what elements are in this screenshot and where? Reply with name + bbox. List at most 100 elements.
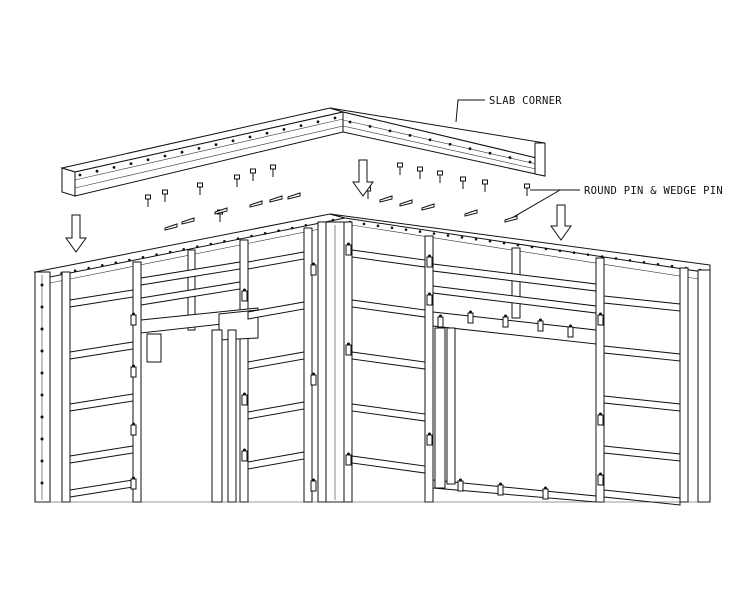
down-arrow-center bbox=[352, 159, 374, 197]
round-pin bbox=[250, 168, 256, 174]
round-pin bbox=[162, 189, 168, 195]
wedge bbox=[269, 195, 283, 203]
round-pin bbox=[417, 166, 423, 172]
rail-hole bbox=[40, 305, 44, 309]
beam-hole bbox=[282, 127, 286, 131]
clamp bbox=[502, 316, 509, 328]
stiffener-bar bbox=[351, 351, 426, 370]
wedge bbox=[287, 192, 301, 200]
wedge bbox=[399, 199, 413, 207]
top-hole bbox=[516, 243, 520, 247]
beam-hole bbox=[388, 129, 392, 133]
clamp-head bbox=[599, 312, 602, 316]
clamp-head bbox=[243, 288, 246, 292]
stiffener-bar bbox=[69, 289, 134, 308]
beam-hole bbox=[95, 169, 99, 173]
stiffener-bar bbox=[247, 451, 305, 470]
clamp bbox=[597, 414, 604, 426]
wedge bbox=[164, 223, 178, 231]
slab-corner-beam bbox=[60, 107, 546, 197]
clamp-head bbox=[428, 254, 431, 258]
wedge bbox=[249, 200, 263, 208]
clamp bbox=[426, 256, 433, 268]
top-hole bbox=[362, 222, 366, 226]
beam-hole bbox=[129, 162, 133, 166]
clamp bbox=[567, 326, 574, 338]
beam-hole bbox=[448, 142, 452, 146]
top-hole bbox=[460, 236, 464, 239]
clamp-head bbox=[599, 472, 602, 476]
wedge bbox=[181, 217, 195, 225]
horizontal-stiffeners bbox=[69, 249, 681, 506]
clamp-head bbox=[459, 478, 462, 482]
top-hole bbox=[168, 250, 172, 254]
pin-callout: ROUND PIN & WEDGE PIN bbox=[504, 185, 723, 223]
clamp bbox=[241, 394, 248, 406]
round-pin bbox=[145, 194, 151, 200]
top-hole bbox=[628, 259, 632, 262]
top-hole bbox=[250, 234, 253, 238]
beam-hole bbox=[333, 116, 337, 120]
rail-hole bbox=[40, 393, 44, 397]
clamp bbox=[426, 434, 433, 446]
clamp-head bbox=[347, 452, 350, 456]
wall-top-edge bbox=[33, 213, 711, 284]
clamp-head bbox=[504, 314, 507, 318]
top-hole bbox=[236, 237, 240, 240]
rail-hole bbox=[40, 459, 44, 463]
beam-hole bbox=[112, 166, 116, 169]
top-hole bbox=[114, 261, 118, 264]
wedge bbox=[464, 209, 478, 217]
beam-hole bbox=[468, 147, 472, 151]
clamp bbox=[542, 488, 549, 500]
beam-hole bbox=[265, 131, 269, 135]
stiffener-bar bbox=[69, 445, 134, 464]
stiffener-bar bbox=[351, 403, 426, 422]
round-pin bbox=[397, 162, 403, 168]
stiffener-bar bbox=[140, 281, 241, 306]
top-hole bbox=[209, 242, 213, 246]
clamp-head bbox=[312, 372, 315, 376]
clamp-head bbox=[347, 242, 350, 246]
right-window-opening bbox=[432, 311, 597, 503]
beam-hole bbox=[248, 135, 252, 139]
wedge bbox=[214, 207, 228, 215]
wedge-pins bbox=[164, 192, 518, 231]
clamp bbox=[426, 294, 433, 306]
clamp-head bbox=[312, 478, 315, 482]
top-hole bbox=[488, 239, 492, 243]
beam-hole bbox=[214, 143, 218, 147]
clamp-head bbox=[312, 262, 315, 266]
top-hole bbox=[432, 232, 436, 235]
clamp-head bbox=[347, 342, 350, 346]
clamp bbox=[345, 244, 352, 256]
rail-hole bbox=[40, 481, 44, 485]
top-hole bbox=[558, 249, 562, 253]
top-hole bbox=[544, 247, 548, 251]
clamp-head bbox=[599, 412, 602, 416]
top-hole bbox=[404, 228, 408, 231]
inside-corner bbox=[325, 221, 345, 503]
stiffener-bar bbox=[603, 395, 681, 412]
top-hole bbox=[502, 241, 506, 245]
beam-hole bbox=[508, 156, 512, 159]
stiffener-bar bbox=[603, 489, 681, 506]
down-arrow-left bbox=[65, 214, 87, 253]
top-hole bbox=[304, 224, 308, 227]
beam-hole bbox=[408, 133, 412, 137]
clamp bbox=[310, 264, 317, 276]
stiffener-bar bbox=[432, 285, 597, 314]
top-hole bbox=[73, 269, 77, 272]
stiffener-bar bbox=[69, 479, 134, 498]
top-hole bbox=[474, 237, 478, 241]
top-hole bbox=[195, 245, 199, 248]
beam-hole bbox=[78, 173, 82, 177]
stiffener-bar bbox=[69, 341, 134, 360]
round-pin bbox=[460, 176, 466, 182]
top-hole bbox=[128, 258, 131, 262]
clamp-head bbox=[499, 482, 502, 486]
top-hole bbox=[572, 251, 576, 255]
stiffener-bar bbox=[603, 345, 681, 362]
top-hole bbox=[141, 256, 145, 259]
